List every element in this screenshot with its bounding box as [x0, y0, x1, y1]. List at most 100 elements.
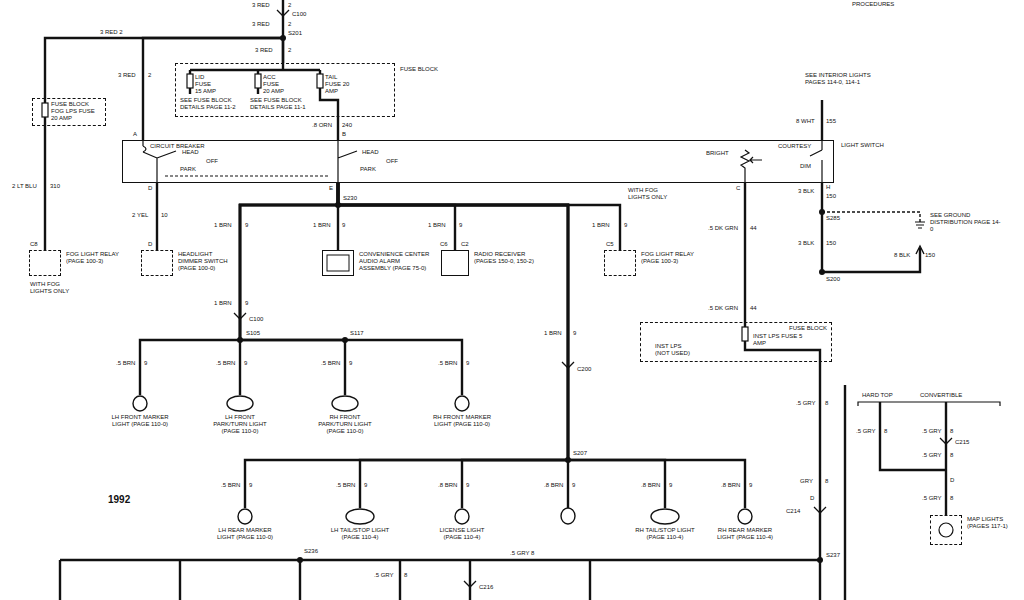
lamp-outline — [238, 509, 252, 524]
lamp-symbol — [208, 395, 272, 412]
diagram-label: PARK — [360, 166, 376, 173]
diagram-label: .8 ORN — [312, 122, 332, 129]
diagram-label: D — [148, 241, 152, 248]
lamp: RH TAIL/STOP LIGHT (PAGE 110-4) — [633, 508, 697, 541]
light-switch: LIGHT SWITCH — [122, 140, 834, 183]
mechanical-link — [165, 176, 330, 177]
diagram-label: .5 BRN — [336, 482, 355, 489]
lamp-outline — [346, 509, 374, 524]
diagram-label: .5 GRY — [856, 428, 876, 435]
diagram-label: B — [342, 131, 346, 138]
diagram-label: 1992 — [108, 494, 130, 505]
diagram-label: .5 GRY — [922, 495, 942, 502]
diagram-label: OFF — [386, 158, 398, 165]
map-light-box: MAP LIGHTS (PAGES 117-1) — [930, 515, 962, 545]
diagram-label: .8 BRN — [641, 482, 660, 489]
diagram-label: 3 BLK — [798, 188, 814, 195]
lamp-symbol — [430, 508, 494, 525]
fuse-symbol — [42, 103, 48, 117]
diagram-label: 2 LT BLU — [12, 183, 37, 190]
lamp-symbol — [313, 395, 377, 412]
diagram-label: .8 BRN — [544, 482, 563, 489]
diagram-label: 2 YEL — [132, 212, 148, 219]
lamp: LH TAIL/STOP LIGHT (PAGE 110-4) — [328, 508, 392, 541]
module-symbol — [327, 255, 349, 271]
fuse-symbol — [187, 74, 193, 88]
wire — [744, 183, 746, 322]
diagram-label: 8 — [825, 400, 828, 407]
diagram-label: 8 — [825, 478, 828, 485]
diagram-label: 2 — [148, 72, 151, 79]
relay-box: FOG LIGHT RELAY (PAGE 100-3) — [29, 250, 61, 276]
diagram-label: C5 — [606, 241, 614, 248]
diagram-label: 8 — [950, 428, 953, 435]
node-label: CONVENIENCE CENTER AUDIO ALARM ASSEMBLY … — [359, 251, 431, 272]
diagram-label: HARD TOP — [862, 392, 893, 399]
lamp-symbol — [561, 508, 575, 524]
node-label: INST LPS (NOT USED) — [655, 343, 693, 357]
wire — [156, 183, 158, 250]
diagram-label: 44 — [750, 305, 757, 312]
diagram-label: S201 — [288, 30, 302, 37]
node-label: FUSE BLOCK — [789, 325, 829, 332]
node-label: LICENSE LIGHT (PAGE 110-4) — [430, 527, 494, 541]
node-label: MAP LIGHTS (PAGES 117-1) — [967, 516, 1019, 530]
diagram-label: 9 — [749, 482, 752, 489]
diagram-label: .5 GRY — [922, 428, 942, 435]
diagram-label: C215 — [955, 439, 969, 446]
diagram-label: 8 — [404, 572, 407, 579]
node-label: 20 AMP — [51, 115, 102, 122]
diagram-label: 9 — [669, 482, 672, 489]
node-label: FUSE BLOCK — [51, 101, 102, 108]
diagram-label: .5 GRY — [796, 400, 816, 407]
wire — [338, 183, 455, 250]
diagram-label: C216 — [479, 584, 493, 591]
diagram-label: D — [810, 495, 814, 502]
node-label: LH TAIL/STOP LIGHT (PAGE 110-4) — [328, 527, 392, 541]
diagram-label: 9 — [244, 360, 247, 367]
diagram-label: 8 WHT — [796, 118, 815, 125]
lamp-symbol — [108, 395, 172, 412]
diagram-label: .5 BRN — [221, 482, 240, 489]
node-label: FOG LIGHT RELAY (PAGE 100-3) — [641, 251, 701, 265]
diagram-label: GRY — [800, 478, 813, 485]
diagram-label: 3 RED — [252, 21, 270, 28]
diagram-label: .5 BRN — [321, 360, 340, 367]
lamp-outline — [133, 396, 147, 411]
diagram-label: 9 — [245, 222, 248, 229]
lamp-symbol — [713, 508, 777, 525]
module-box: CONVENIENCE CENTER AUDIO ALARM ASSEMBLY … — [322, 250, 354, 276]
wire — [338, 183, 620, 250]
diagram-label: 8 — [950, 495, 953, 502]
diagram-label: 9 — [573, 330, 576, 337]
diagram-label: 2 — [288, 47, 291, 54]
diagram-label: S230 — [343, 195, 357, 202]
option-bracket — [858, 402, 1000, 406]
node-label: FOG LIGHT RELAY (PAGE 100-3) — [66, 251, 126, 265]
node-label: RH TAIL/STOP LIGHT (PAGE 110-4) — [633, 527, 697, 541]
lamp-outline — [227, 396, 253, 411]
diagram-label: .5 GRY — [374, 572, 394, 579]
diagram-label: S200 — [826, 276, 840, 283]
node-label: RH FRONT PARK/TURN LIGHT (PAGE 110-0) — [313, 414, 377, 435]
ground-arrow — [916, 246, 924, 254]
splice-dot — [297, 557, 303, 563]
diagram-label: SEE GROUND DISTRIBUTION PAGE 14-0 — [930, 212, 1002, 233]
wire — [338, 183, 745, 508]
diagram-label: C8 — [30, 241, 38, 248]
wire — [337, 117, 339, 140]
lamp: LH REAR MARKER LIGHT (PAGE 110-0) — [213, 508, 277, 541]
splice-dot — [817, 557, 823, 563]
diagram-label: H — [826, 184, 830, 191]
wire — [240, 183, 462, 395]
diagram-label: WITH FOG LIGHTS ONLY — [30, 281, 76, 295]
diagram-label: 150 — [826, 193, 836, 200]
node-label: RH REAR MARKER LIGHT (PAGE 110-4) — [713, 527, 777, 541]
diagram-label: C — [736, 185, 740, 192]
diagram-label: 8 — [950, 452, 953, 459]
diagram-label: C100 — [292, 11, 306, 18]
diagram-label: PROCEDURES — [852, 1, 894, 8]
node-label: HEADLIGHT DIMMER SWITCH (PAGE 100-0) — [178, 251, 236, 272]
lamp-outline — [332, 396, 358, 411]
diagram-label: .8 BRN — [721, 482, 740, 489]
